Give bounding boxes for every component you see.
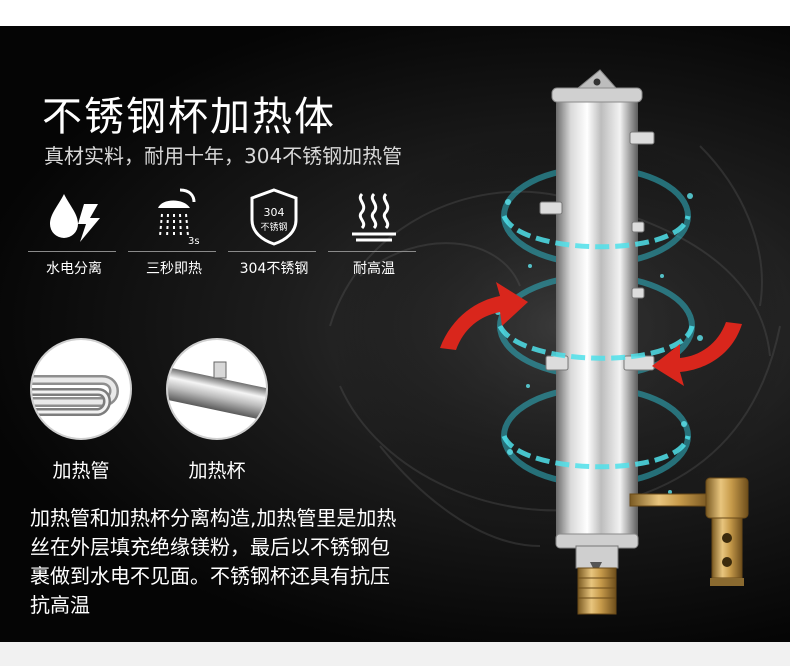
three-seconds-badge: 3s bbox=[188, 236, 200, 246]
brass-bottom-fitting bbox=[575, 545, 619, 615]
top-margin bbox=[0, 0, 790, 26]
heat-wave-icon bbox=[352, 192, 396, 242]
product-banner: 不锈钢杯加热体 真材实料，耐用十年，304不锈钢加热管 水电分离 bbox=[0, 26, 790, 642]
feature-label: 三秒即热 bbox=[146, 261, 202, 277]
feature-label: 304不锈钢 bbox=[239, 261, 309, 277]
feature-heat-resistant: 耐高温 bbox=[326, 186, 422, 296]
tube-clips bbox=[539, 131, 655, 371]
page-title: 不锈钢杯加热体 bbox=[42, 94, 336, 140]
description-line: 丝在外层填充绝缘镁粉，最后以不锈钢包 bbox=[30, 535, 390, 559]
description-line: 加热管和加热杯分离构造,加热管里是加热 bbox=[30, 506, 397, 530]
heating-cup-icon bbox=[168, 361, 266, 422]
feature-stainless-304: 304 不锈钢 304不锈钢 bbox=[226, 186, 322, 296]
red-flow-arrows bbox=[440, 282, 742, 386]
brass-outlet bbox=[629, 477, 749, 586]
top-bracket bbox=[576, 69, 618, 89]
description-line: 裹做到水电不见面。不锈钢杯还具有抗压 bbox=[30, 564, 390, 588]
description-text: 加热管和加热杯分离构造,加热管里是加热 丝在外层填充绝缘镁粉，最后以不锈钢包 裹… bbox=[30, 504, 508, 620]
shower-head-icon: 3s bbox=[158, 188, 200, 246]
description-line: 抗高温 bbox=[30, 593, 90, 617]
part-heating-tube: 加热管 bbox=[30, 338, 132, 498]
badge-304-text: 304 bbox=[264, 206, 285, 219]
bottom-margin bbox=[0, 642, 790, 666]
component-parts: 加热管 bbox=[30, 338, 270, 508]
feature-label: 水电分离 bbox=[46, 261, 102, 277]
steel-tube bbox=[556, 94, 638, 546]
part-label: 加热杯 bbox=[188, 460, 246, 482]
page-subtitle: 真材实料，耐用十年，304不锈钢加热管 bbox=[44, 144, 403, 168]
feature-label: 耐高温 bbox=[353, 261, 395, 277]
part-heating-cup: 加热杯 bbox=[166, 338, 268, 498]
badge-stainless-text: 不锈钢 bbox=[260, 221, 287, 233]
feature-instant-heat: 3s 三秒即热 bbox=[126, 186, 222, 296]
stainless-304-badge-icon: 304 不锈钢 bbox=[250, 188, 298, 246]
heater-illustration bbox=[329, 69, 790, 615]
heating-tube-icon bbox=[32, 375, 119, 416]
part-label: 加热管 bbox=[52, 460, 110, 482]
feature-water-electric: 水电分离 bbox=[26, 186, 122, 296]
feature-icons-row: 水电分离 3s 三秒即热 bbox=[26, 186, 426, 306]
water-electric-icon bbox=[50, 194, 100, 242]
water-rings-front bbox=[497, 214, 695, 470]
